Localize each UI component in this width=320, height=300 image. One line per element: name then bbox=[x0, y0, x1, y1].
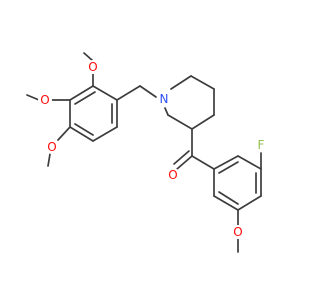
atom-labels: N O F O O O O bbox=[38, 60, 268, 239]
bond bbox=[176, 155, 193, 170]
bond bbox=[218, 161, 239, 174]
bond bbox=[191, 155, 215, 170]
bond bbox=[191, 114, 215, 130]
atom-o-aryl: O bbox=[231, 225, 245, 239]
bond bbox=[47, 153, 51, 167]
atom-f: F bbox=[254, 138, 268, 152]
bond bbox=[173, 150, 190, 165]
atom-label-o-aryl: O bbox=[233, 225, 242, 239]
bond bbox=[213, 195, 239, 211]
bond bbox=[26, 94, 40, 101]
atom-o-carbonyl: O bbox=[166, 168, 180, 182]
bond bbox=[83, 52, 94, 62]
bond bbox=[190, 75, 215, 90]
atom-label-o-tm3: O bbox=[47, 140, 56, 154]
bond bbox=[92, 85, 118, 101]
bond bbox=[237, 155, 262, 170]
bond bbox=[170, 75, 192, 90]
atom-label-o-carbonyl: O bbox=[168, 168, 177, 182]
bond bbox=[213, 155, 239, 170]
atom-n1: N bbox=[157, 92, 171, 106]
atom-o-tm1: O bbox=[86, 60, 100, 74]
bond bbox=[74, 123, 94, 136]
bond bbox=[69, 85, 94, 101]
structure-diagram: N O F O O O O bbox=[26, 52, 268, 253]
atom-label-n: N bbox=[160, 92, 169, 106]
bond bbox=[69, 126, 94, 142]
atom-label-o-tm1: O bbox=[88, 60, 97, 74]
bond bbox=[116, 85, 141, 101]
atom-o-tm3: O bbox=[45, 140, 59, 154]
bond bbox=[57, 126, 71, 141]
bond bbox=[218, 191, 239, 205]
bonds bbox=[26, 52, 262, 253]
molecule-canvas: N O F O O O O bbox=[26, 52, 268, 253]
bond bbox=[92, 126, 118, 142]
atom-label-f: F bbox=[258, 138, 265, 152]
atom-o-tm2: O bbox=[38, 93, 52, 107]
bond bbox=[237, 195, 262, 211]
bond bbox=[167, 114, 193, 130]
atom-label-o-tm2: O bbox=[40, 93, 49, 107]
bond bbox=[74, 91, 96, 105]
bond bbox=[164, 107, 169, 116]
bond bbox=[139, 85, 157, 98]
